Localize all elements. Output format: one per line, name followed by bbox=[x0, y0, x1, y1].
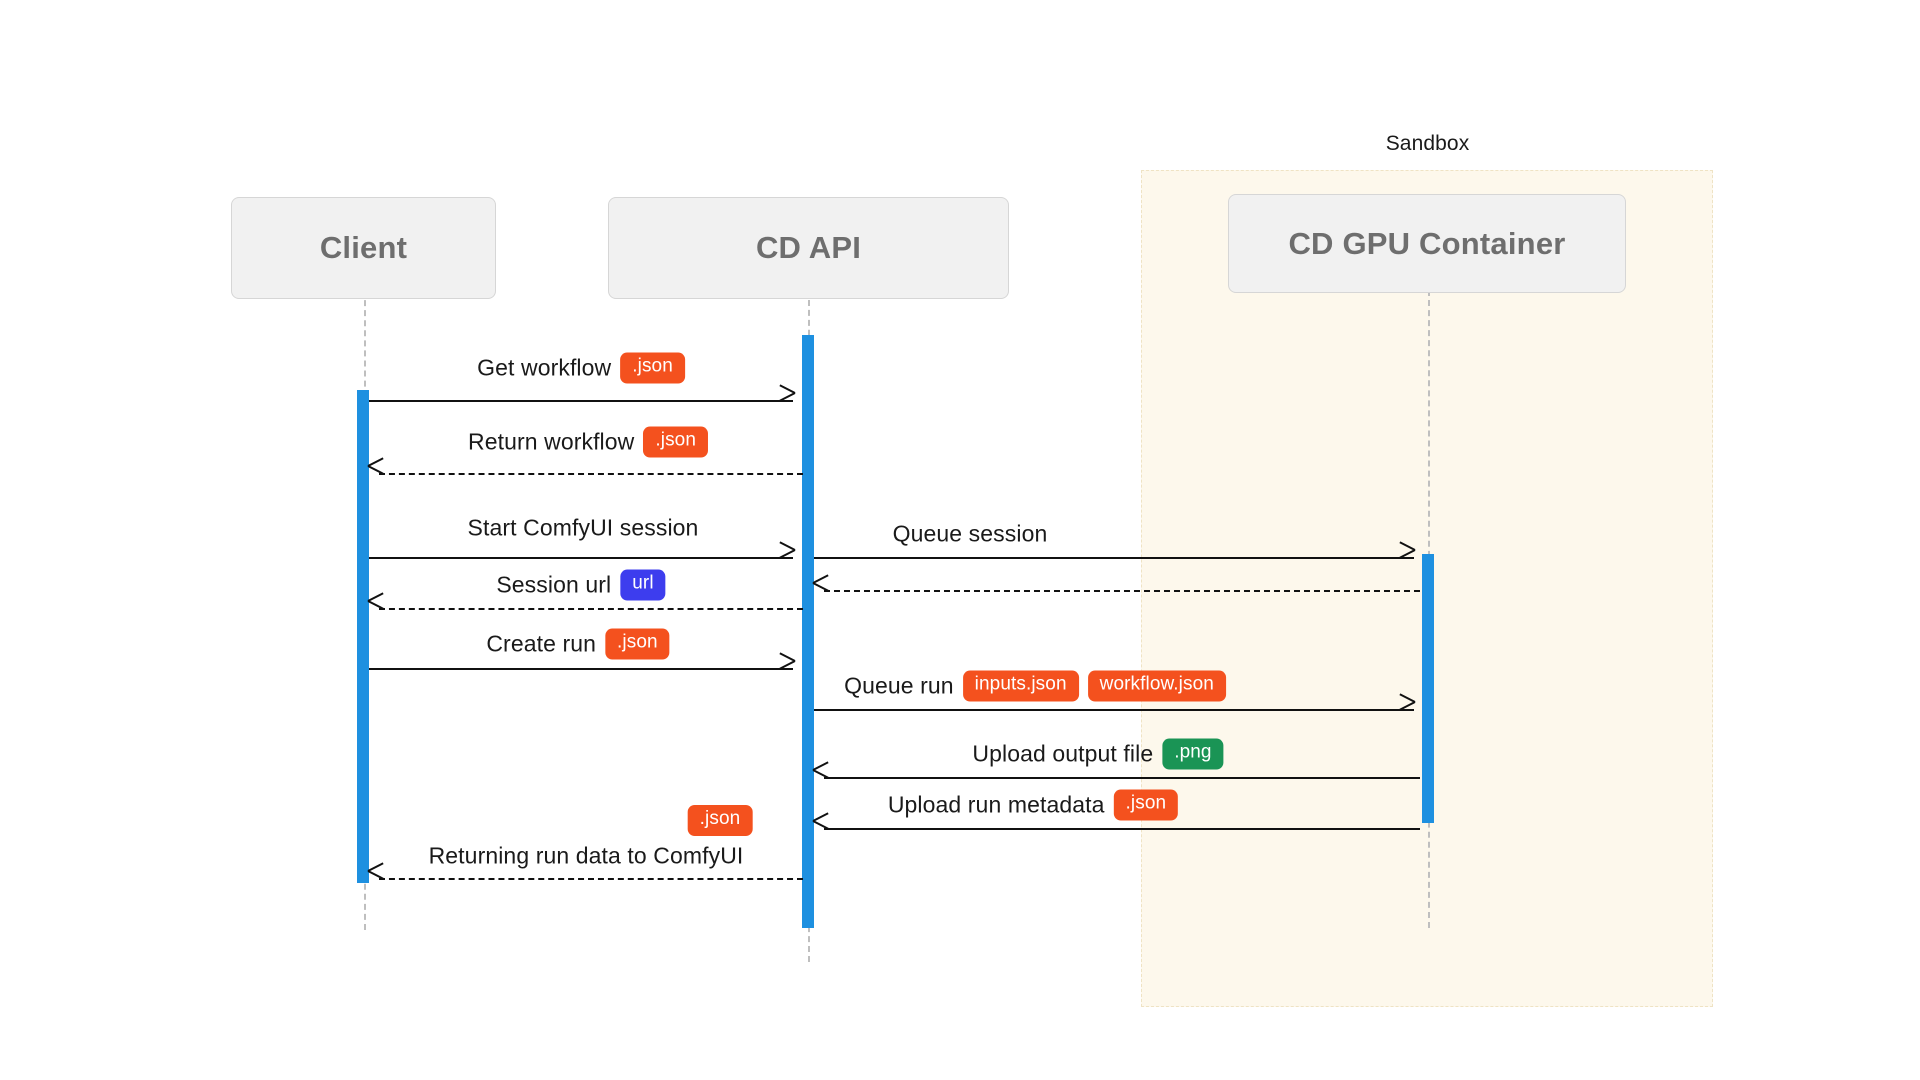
badge-inputs-json: inputs.json bbox=[962, 670, 1079, 702]
badge-json: .json bbox=[605, 628, 670, 660]
message-line-return-workflow bbox=[379, 473, 803, 475]
message-label-session-url: Session url url bbox=[496, 569, 666, 601]
message-line-queue-session bbox=[814, 557, 1414, 559]
message-text-get-workflow: Get workflow bbox=[477, 354, 612, 381]
message-label-returning-run-data: Returning run data to ComfyUI bbox=[429, 843, 744, 870]
arrowhead-session-ack bbox=[813, 582, 829, 598]
activation-bar-container bbox=[1422, 554, 1434, 823]
arrowhead-create-run bbox=[778, 660, 794, 676]
participant-container[interactable]: CD GPU Container bbox=[1228, 194, 1626, 293]
message-label-create-run: Create run .json bbox=[486, 628, 670, 660]
arrowhead-return-workflow bbox=[368, 465, 384, 481]
message-label-get-workflow: Get workflow .json bbox=[477, 352, 685, 384]
message-line-create-run bbox=[369, 668, 793, 670]
badge-json: .json bbox=[643, 426, 709, 458]
message-line-returning-run-data bbox=[379, 878, 803, 880]
message-label-queue-run: Queue run inputs.json workflow.json bbox=[844, 670, 1226, 702]
badge-json: .json bbox=[620, 352, 685, 384]
message-label-upload-metadata: Upload run metadata .json bbox=[887, 789, 1179, 821]
message-text-returning-run-data: Returning run data to ComfyUI bbox=[428, 842, 744, 869]
participant-cd-api-label: CD API bbox=[755, 230, 862, 265]
sandbox-group-label: Sandbox bbox=[1385, 132, 1470, 155]
participant-client-label: Client bbox=[319, 230, 408, 265]
badge-workflow-json: workflow.json bbox=[1087, 670, 1226, 702]
message-line-start-session bbox=[369, 557, 793, 559]
message-text-queue-run: Queue run bbox=[844, 672, 954, 699]
badge-json: .json bbox=[1113, 789, 1179, 821]
arrowhead-upload-output bbox=[813, 769, 829, 785]
message-line-queue-run bbox=[814, 709, 1414, 711]
message-text-create-run: Create run bbox=[486, 630, 597, 657]
arrowhead-returning-run-data bbox=[368, 870, 384, 886]
badge-png: .png bbox=[1162, 738, 1224, 770]
message-text-upload-output: Upload output file bbox=[972, 740, 1154, 767]
participant-container-label: CD GPU Container bbox=[1288, 225, 1566, 261]
badge-url: url bbox=[620, 569, 666, 601]
arrowhead-session-url bbox=[368, 600, 384, 616]
message-line-get-workflow bbox=[369, 400, 793, 402]
message-label-start-session: Start ComfyUI session bbox=[468, 515, 699, 542]
message-label-upload-output: Upload output file .png bbox=[972, 738, 1224, 770]
message-text-start-session: Start ComfyUI session bbox=[467, 514, 699, 541]
message-line-upload-output bbox=[824, 777, 1420, 779]
arrowhead-get-workflow bbox=[778, 392, 794, 408]
arrowhead-queue-run bbox=[1398, 701, 1414, 717]
floating-badge-json-wrapper: .json bbox=[687, 805, 753, 836]
arrowhead-start-session bbox=[778, 549, 794, 565]
message-text-session-url: Session url bbox=[496, 571, 612, 598]
message-line-session-url bbox=[379, 608, 803, 610]
activation-bar-cd-api bbox=[802, 335, 814, 928]
message-text-queue-session: Queue session bbox=[892, 520, 1048, 547]
arrowhead-queue-session bbox=[1398, 549, 1414, 565]
message-label-queue-session: Queue session bbox=[893, 521, 1048, 548]
message-text-upload-metadata: Upload run metadata bbox=[887, 791, 1105, 818]
badge-json: .json bbox=[687, 805, 753, 836]
participant-cd-api[interactable]: CD API bbox=[608, 197, 1009, 299]
arrowhead-upload-metadata bbox=[813, 820, 829, 836]
participant-client[interactable]: Client bbox=[231, 197, 496, 299]
message-label-return-workflow: Return workflow .json bbox=[467, 426, 709, 458]
message-line-session-ack bbox=[824, 590, 1420, 592]
message-text-return-workflow: Return workflow bbox=[467, 428, 635, 455]
message-line-upload-metadata bbox=[824, 828, 1420, 830]
activation-bar-client bbox=[357, 390, 369, 883]
